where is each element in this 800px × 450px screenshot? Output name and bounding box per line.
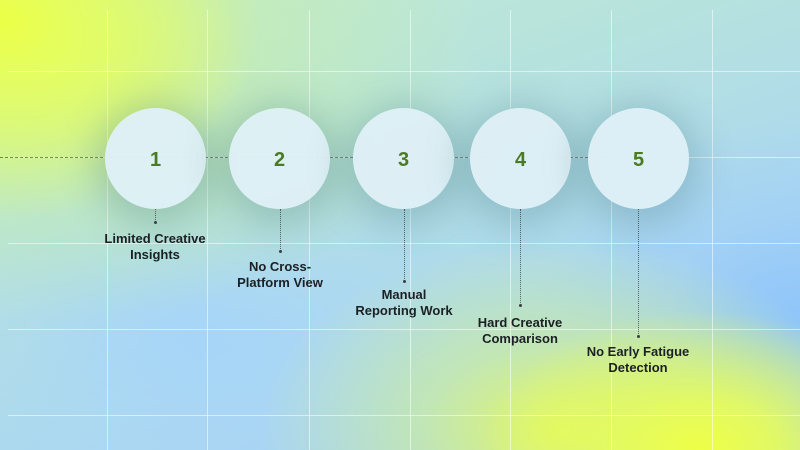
step-label-line: Insights [130, 247, 180, 262]
step-label-line: Manual [381, 287, 427, 302]
step-number: 5 [632, 149, 645, 171]
step-label: Hard Creative Comparison [440, 315, 600, 347]
grid-line [8, 329, 800, 330]
connector-end-dot [403, 280, 406, 283]
step-number: 1 [149, 149, 162, 171]
step-label-line: Comparison [482, 331, 558, 346]
step-label: No Cross- Platform View [200, 259, 360, 291]
step-label-line: No Early Fatigue [586, 344, 690, 359]
step-label-line: No Cross- [248, 259, 312, 274]
connector-end-dot [519, 304, 522, 307]
grid-line [8, 71, 800, 72]
step-number: 3 [397, 149, 410, 171]
step-circle: 1 [105, 108, 206, 209]
step-label: No Early Fatigue Detection [558, 344, 718, 376]
step-circle: 2 [229, 108, 330, 209]
step-connector [520, 209, 521, 305]
step-label: Manual Reporting Work [324, 287, 484, 319]
grid-line [410, 10, 411, 450]
grid-line [510, 10, 511, 450]
connector-end-dot [637, 335, 640, 338]
connector-end-dot [154, 221, 157, 224]
grid-line [712, 10, 713, 450]
step-circle: 4 [470, 108, 571, 209]
grid-line [611, 10, 612, 450]
step-circle: 3 [353, 108, 454, 209]
step-label-line: Hard Creative [477, 315, 563, 330]
grid-line [207, 10, 208, 450]
step-label-line: Reporting Work [355, 303, 453, 318]
step-label: Limited Creative Insights [75, 231, 235, 263]
grid-line [8, 415, 800, 416]
step-number: 4 [514, 149, 527, 171]
step-label-line: Limited Creative [104, 231, 206, 246]
step-connector [155, 209, 156, 222]
step-connector [638, 209, 639, 336]
step-connector [404, 209, 405, 281]
grid-line [107, 10, 108, 450]
connector-end-dot [279, 250, 282, 253]
step-label-line: Detection [608, 360, 668, 375]
step-number: 2 [273, 149, 286, 171]
step-circle: 5 [588, 108, 689, 209]
step-connector [280, 209, 281, 251]
grid-line [309, 10, 310, 450]
step-label-line: Platform View [237, 275, 323, 290]
